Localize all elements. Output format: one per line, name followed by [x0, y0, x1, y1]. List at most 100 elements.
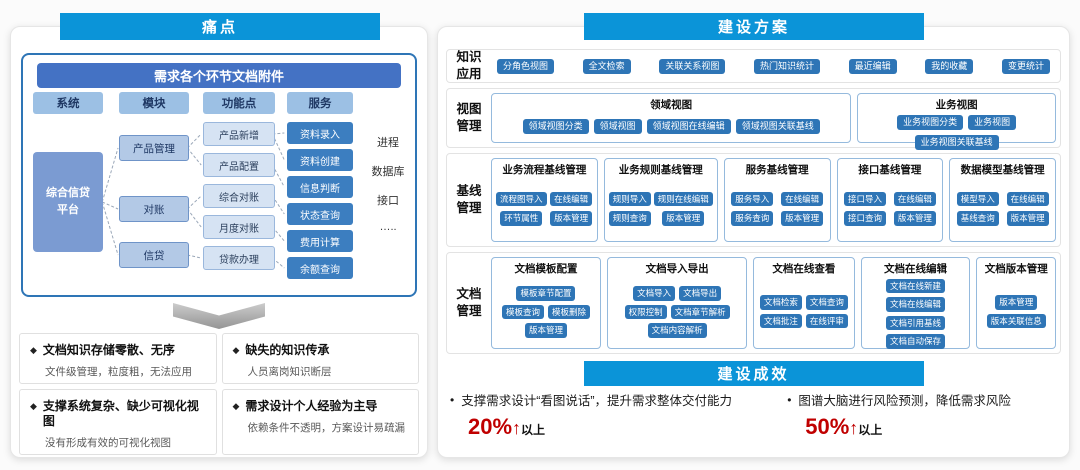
runtime-label: 数据库: [371, 166, 405, 178]
group-doc-template: 文档模板配置 模板章节配置模板查询模板删除版本管理: [491, 257, 601, 349]
pain-point-desc: 依赖条件不透明，方案设计易疏漏: [247, 422, 406, 434]
service-node: 信息判断: [287, 176, 353, 198]
group-title: 领域视图: [650, 99, 693, 111]
knowledge-buttons: 分角色视图全文检索关联关系视图热门知识统计最近编辑我的收藏变更统计: [491, 54, 1056, 78]
feature-chip: 版本关联信息: [986, 313, 1046, 329]
group-title: 服务基线管理: [745, 164, 809, 176]
feature-chip: 版本管理: [1006, 211, 1049, 226]
feature-chip: 文档在线编辑: [886, 297, 946, 312]
runtime-label: 接口: [377, 195, 399, 207]
feature-chip: 在线编辑: [893, 191, 936, 207]
up-arrow-icon: ↑: [849, 418, 859, 439]
results-section: •支撑需求设计“看图说话”，提升需求整体交付能力 20%↑以上 • 图谱大脑进行风…: [438, 386, 1069, 440]
group-title: 文档模板配置: [514, 263, 578, 275]
group-doc-online-edit: 文档在线编辑 文档在线新建文档在线编辑文档引用基线文档自动保存: [860, 257, 971, 349]
pain-points-panel: 痛点 需求各个环节文档附件 系统 综合信: [10, 13, 428, 458]
column-module: 模块 产品管理 对账 信贷: [119, 92, 189, 268]
feature-chip: 最近编辑: [848, 58, 897, 74]
bullet-icon: •: [450, 393, 455, 407]
pain-point-item: ◆文档知识存储零散、无序 文件级管理，粒度粗，无法应用: [19, 333, 217, 384]
feature-chip: 环节属性: [500, 211, 543, 226]
feature-chip: 在线编辑: [1006, 191, 1049, 207]
results-header: 建设成效: [583, 361, 924, 386]
result-text: 图谱大脑进行风险预测，降低需求风险: [798, 394, 1011, 408]
feature-chip: 版本管理: [893, 211, 936, 226]
group-interface-baseline: 接口基线管理 接口导入在线编辑接口查询版本管理: [836, 158, 944, 242]
feature-chip: 全文检索: [582, 58, 631, 74]
pain-point-item: ◆需求设计个人经验为主导 依赖条件不透明，方案设计易疏漏: [221, 389, 419, 455]
feature-chip: 规则查询: [608, 211, 651, 226]
column-system: 系统 综合信贷平台: [33, 92, 103, 252]
group-doc-version: 文档版本管理 版本管理版本关联信息: [976, 257, 1056, 349]
group-title: 文档导入导出: [645, 263, 709, 275]
pain-point-title: 支撑系统复杂、缺少可视化视图: [42, 399, 199, 428]
feature-chip: 模板查询: [501, 304, 544, 320]
module-node: 对账: [119, 196, 189, 222]
row-knowledge-application: 知识应用 分角色视图全文检索关联关系视图热门知识统计最近编辑我的收藏变更统计: [446, 49, 1061, 83]
feature-chip: 文档批注: [759, 313, 802, 329]
feature-chip: 文档查询: [805, 295, 848, 310]
down-arrow-icon: [173, 303, 265, 329]
pain-point-title: 缺失的知识传承: [245, 343, 330, 357]
service-node: 费用计算: [287, 230, 353, 252]
metric-suffix: 以上: [858, 423, 883, 438]
pain-point-title: 需求设计个人经验为主导: [245, 399, 378, 413]
function-node: 综合对账: [203, 184, 275, 208]
feature-chip: 服务查询: [731, 211, 774, 226]
row-baseline-management: 基线管理 业务流程基线管理 流程图导入在线编辑环节属性版本管理 业务规则基线管理…: [446, 153, 1061, 247]
feature-chip: 文档引用基线: [886, 315, 946, 331]
metric-suffix: 以上: [521, 423, 546, 438]
result-item: • 图谱大脑进行风险预测，降低需求风险 50%↑以上: [787, 393, 1057, 440]
feature-chip: 模型导入: [956, 191, 999, 207]
pain-points-grid: ◆文档知识存储零散、无序 文件级管理，粒度粗，无法应用 ◆缺失的知识传承 人员离…: [19, 333, 419, 455]
feature-chip: 热门知识统计: [753, 58, 820, 74]
column-runtime-labels: 进程数据库接口…..: [363, 92, 413, 233]
feature-chip: 业务视图: [968, 114, 1017, 130]
service-node: 资料录入: [287, 122, 353, 144]
feature-chip: 我的收藏: [925, 58, 974, 74]
feature-chip: 业务视图关联基线: [914, 134, 999, 150]
service-node: 余额查询: [287, 257, 353, 279]
diamond-bullet-icon: ◆: [232, 345, 240, 355]
row-view-management: 视图管理 领域视图 领域视图分类领域视图领域视图在线编辑领域视图关联基线 业务视…: [446, 88, 1061, 150]
row-document-management: 文档管理 文档模板配置 模板章节配置模板查询模板删除版本管理 文档导入导出 文档…: [446, 252, 1061, 354]
group-title: 业务流程基线管理: [502, 164, 587, 176]
group-process-baseline: 业务流程基线管理 流程图导入在线编辑环节属性版本管理: [491, 158, 598, 242]
feature-chip: 业务视图分类: [897, 114, 964, 130]
metric-value: 50%: [805, 414, 850, 440]
feature-chip: 领域视图关联基线: [735, 119, 820, 135]
feature-chip: 文档自动保存: [886, 334, 946, 349]
diamond-bullet-icon: ◆: [30, 401, 37, 411]
result-item: •支撑需求设计“看图说话”，提升需求整体交付能力 20%↑以上: [450, 393, 787, 440]
bullet-icon: •: [787, 393, 792, 407]
group-doc-online-view: 文档在线查看 文档检索文档查询文档批注在线评审: [753, 257, 855, 349]
group-title: 业务视图: [935, 99, 978, 111]
feature-chip: 文档章节解析: [670, 304, 730, 320]
group-title: 业务规则基线管理: [618, 164, 703, 176]
column-header-module: 模块: [119, 92, 189, 114]
pain-point-desc: 没有形成有效的可视化视图: [45, 437, 171, 449]
group-rule-baseline: 业务规则基线管理 规则导入规则在线编辑规则查询版本管理: [603, 158, 718, 242]
diamond-bullet-icon: ◆: [30, 345, 37, 355]
feature-chip: 接口查询: [843, 211, 886, 226]
feature-chip: 在线评审: [805, 313, 848, 329]
feature-chip: 在线编辑: [550, 191, 593, 207]
function-node: 产品配置: [203, 153, 275, 177]
module-node: 产品管理: [119, 135, 189, 161]
function-node: 月度对账: [203, 215, 275, 239]
pain-point-desc: 人员离岗知识断层: [247, 366, 332, 378]
feature-chip: 文档导入: [633, 286, 676, 301]
group-service-baseline: 服务基线管理 服务导入在线编辑服务查询版本管理: [723, 158, 831, 242]
construction-plan-header: 建设方案: [584, 13, 924, 40]
feature-chip: 基线查询: [956, 211, 999, 226]
feature-chip: 版本管理: [524, 323, 567, 338]
column-header-service: 服务: [287, 92, 353, 114]
feature-chip: 规则在线编辑: [653, 191, 713, 207]
feature-chip: 领域视图在线编辑: [646, 119, 731, 135]
diagram-body: 系统 综合信贷平台 模块 产品管理 对账 信贷 功能点 产品新增 产品配置 综合…: [25, 92, 413, 292]
feature-chip: 版本管理: [550, 211, 593, 226]
pain-point-title: 文档知识存储零散、无序: [42, 343, 175, 357]
column-service: 服务 资料录入资料创建信息判断状态查询费用计算余额查询: [287, 92, 353, 279]
feature-chip: 领域视图分类: [522, 119, 589, 135]
runtime-label: 进程: [377, 137, 399, 149]
